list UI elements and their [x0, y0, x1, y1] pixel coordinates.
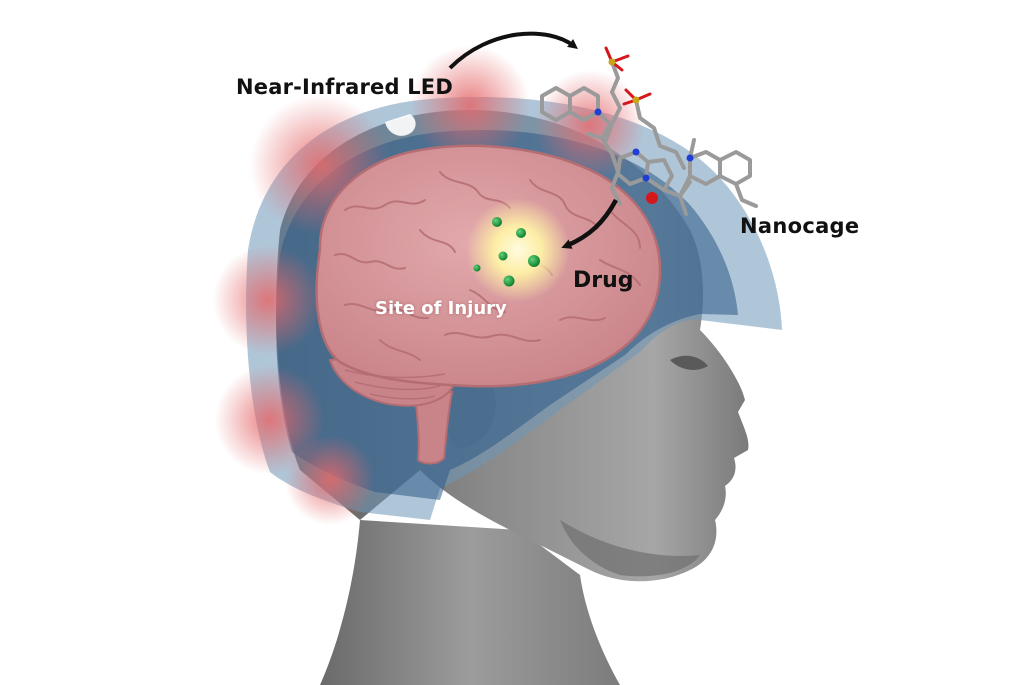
molecule-atoms — [594, 46, 694, 204]
drug-label: Drug — [573, 268, 634, 293]
brain-stem — [413, 390, 454, 465]
curved-arrow-down-left-icon — [561, 198, 618, 249]
led-glow — [410, 45, 530, 165]
led-glow — [285, 435, 375, 525]
neck — [320, 520, 620, 685]
injury-site — [466, 198, 570, 302]
nitrogen-atom — [632, 148, 640, 156]
led-glow — [535, 70, 645, 180]
site-of-injury-label: Site of Injury — [375, 298, 507, 319]
eye-shadow — [670, 355, 708, 370]
brain-folds — [334, 171, 641, 361]
cerebellum-folds — [344, 369, 446, 400]
drug-particle — [498, 251, 508, 261]
nitrogen-atom — [594, 108, 602, 116]
drug-particle — [528, 255, 540, 267]
drug-particle — [516, 228, 526, 238]
near-infrared-led-label: Near-Infrared LED — [236, 75, 453, 99]
led-glow — [213, 245, 323, 355]
sulfonate-group — [604, 46, 630, 72]
nanocage-molecule — [540, 60, 758, 216]
oxygen-atom — [646, 192, 658, 204]
injury-glow — [466, 198, 570, 302]
nitrogen-atom — [642, 174, 650, 182]
drug-particle — [492, 217, 502, 227]
nanocage-label: Nanocage — [740, 214, 860, 238]
sulfonate-group — [622, 88, 652, 106]
drug-particle — [473, 264, 481, 272]
curved-arrow-right-icon — [448, 31, 578, 70]
nitrogen-atom — [686, 154, 694, 162]
jaw-shadow — [560, 520, 700, 577]
helmet-notch — [385, 114, 416, 136]
drug-particle — [503, 275, 515, 287]
led-glow — [215, 365, 325, 475]
